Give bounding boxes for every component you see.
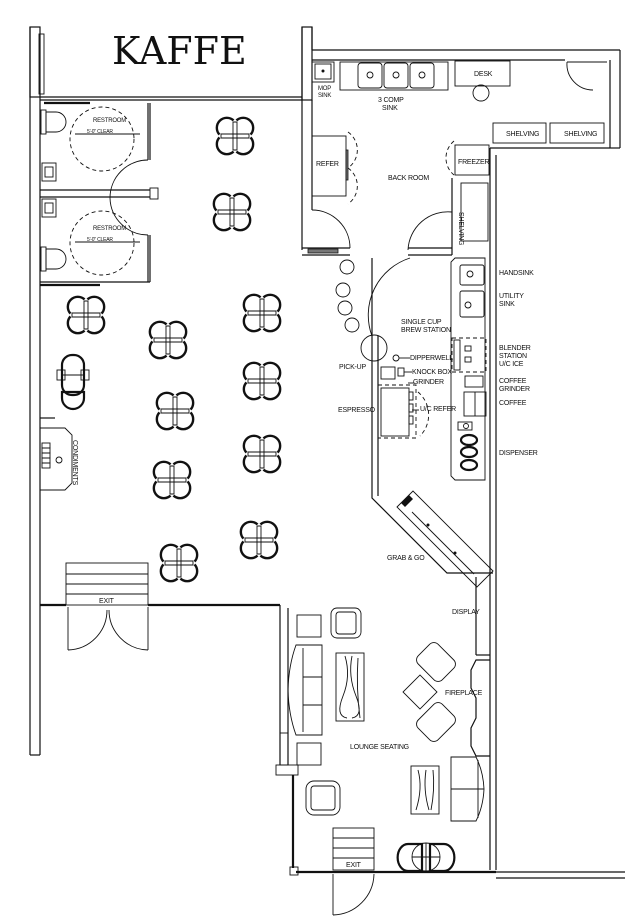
restrooms: RESTROOM 5'-0" CLEAR RESTROOM 5'-0" CLEA…	[40, 101, 159, 287]
dipperwell	[392, 354, 400, 362]
clover-table-icon	[242, 293, 282, 333]
lavatory-icon	[41, 198, 57, 218]
exit-door-south[interactable]: EXIT	[332, 827, 375, 916]
espresso-machine	[380, 387, 410, 437]
three-compartment-sink	[339, 61, 449, 91]
svg-text:PICK-UP: PICK-UP	[339, 364, 367, 371]
sofa-icon	[450, 756, 485, 822]
svg-text:SINK: SINK	[499, 301, 515, 308]
fireplace	[470, 659, 490, 757]
display-fireplace-wall: DISPLAY FIREPLACE	[445, 577, 490, 757]
freezer	[454, 144, 490, 176]
svg-text:U/C REFER: U/C REFER	[420, 406, 456, 413]
bar-area: HANDSINK UTILITY SINK BLENDER STATION U/…	[335, 257, 538, 588]
armchair-icon	[305, 780, 341, 816]
svg-text:KNOCK BOX: KNOCK BOX	[412, 369, 452, 376]
toilet-icon	[40, 109, 67, 135]
coffee-table	[335, 652, 365, 722]
clover-table-icon	[239, 520, 279, 560]
dispenser-icon	[459, 433, 479, 472]
back-counter	[450, 257, 486, 481]
svg-text:FREEZER: FREEZER	[458, 159, 489, 166]
svg-text:SINK: SINK	[382, 105, 398, 112]
svg-text:DIPPERWELL: DIPPERWELL	[410, 355, 453, 362]
sofa-icon	[287, 644, 323, 736]
svg-text:DISPENSER: DISPENSER	[499, 450, 538, 457]
restroom-label: RESTROOM	[93, 226, 126, 232]
exit-door-west[interactable]: EXIT	[40, 562, 280, 651]
utility-sink	[459, 290, 485, 318]
mop-sink	[311, 61, 335, 83]
svg-text:U/C ICE: U/C ICE	[499, 361, 524, 368]
svg-text:UTILITY: UTILITY	[499, 293, 524, 300]
desk	[454, 60, 511, 87]
clover-table-icon	[242, 361, 282, 401]
svg-text:CONDIMENTS: CONDIMENTS	[71, 440, 78, 486]
svg-text:HANDSINK: HANDSINK	[499, 270, 534, 277]
shelving-unit	[492, 122, 547, 144]
lavatory-icon	[41, 162, 57, 182]
brand-title: KAFFE	[112, 29, 247, 73]
clearance-label: 5'-0" CLEAR	[87, 129, 113, 135]
clover-table-icon	[155, 391, 195, 431]
clover-table-icon	[215, 116, 255, 156]
exterior-walls	[29, 26, 625, 879]
knock-box	[397, 367, 405, 377]
clover-table-icon	[212, 192, 252, 232]
clover-table-icon	[242, 434, 282, 474]
svg-text:GRAB & GO: GRAB & GO	[387, 555, 425, 562]
svg-text:3 COMP: 3 COMP	[378, 97, 404, 104]
back-of-house: MOP SINK 3 COMP SINK DESK SHELVING SHELV…	[302, 60, 607, 256]
svg-text:ESPRESSO: ESPRESSO	[338, 407, 376, 414]
svg-text:BREW STATION: BREW STATION	[401, 327, 451, 334]
back-room-label: BACK ROOM	[388, 175, 429, 182]
clover-table-icon	[148, 320, 188, 360]
svg-text:SHELVING: SHELVING	[564, 131, 597, 138]
pickup-stools	[335, 259, 388, 362]
svg-text:STATION: STATION	[499, 353, 527, 360]
shelving-unit	[549, 122, 605, 144]
svg-text:SHELVING: SHELVING	[457, 212, 464, 245]
svg-text:LOUNGE SEATING: LOUNGE SEATING	[350, 744, 409, 751]
clearance-label: 5'-0" CLEAR	[87, 237, 113, 243]
svg-text:SINGLE CUP: SINGLE CUP	[401, 319, 442, 326]
svg-text:COFFEE: COFFEE	[499, 400, 527, 407]
svg-text:GRINDER: GRINDER	[413, 379, 444, 386]
booth-table	[56, 353, 90, 411]
clover-table-icon	[159, 543, 199, 583]
svg-text:DISPLAY: DISPLAY	[452, 609, 480, 616]
blender-station	[451, 337, 487, 373]
svg-text:SHELVING: SHELVING	[506, 131, 539, 138]
coffee-table	[410, 765, 440, 815]
svg-text:EXIT: EXIT	[99, 598, 115, 605]
armchair-icon	[416, 702, 456, 742]
shelving-unit	[460, 182, 489, 242]
restroom-label: RESTROOM	[93, 118, 126, 124]
svg-text:GRINDER: GRINDER	[499, 386, 530, 393]
svg-text:FIREPLACE: FIREPLACE	[445, 690, 483, 697]
svg-text:MOP: MOP	[318, 86, 331, 92]
clover-table-icon	[152, 460, 192, 500]
svg-text:BLENDER: BLENDER	[499, 345, 531, 352]
dining-tables	[66, 116, 282, 583]
svg-text:COFFEE: COFFEE	[499, 378, 527, 385]
svg-text:EXIT: EXIT	[346, 862, 362, 869]
coffee-grinder	[464, 375, 484, 388]
condiments-station: CONDIMENTS	[40, 417, 78, 491]
armchair-icon	[416, 642, 456, 682]
handsink	[459, 264, 485, 286]
grab-and-go-case	[396, 490, 494, 588]
svg-text:DESK: DESK	[474, 71, 493, 78]
armchair-icon	[330, 607, 362, 639]
two-top-table	[396, 842, 456, 873]
lounge-partition	[275, 605, 299, 876]
lounge-seating: LOUNGE SEATING	[287, 607, 485, 873]
svg-text:SINK: SINK	[318, 93, 331, 99]
chair-icon	[472, 84, 490, 102]
svg-text:REFER: REFER	[316, 161, 339, 168]
clover-table-icon	[66, 295, 106, 335]
toilet-icon	[40, 246, 67, 272]
